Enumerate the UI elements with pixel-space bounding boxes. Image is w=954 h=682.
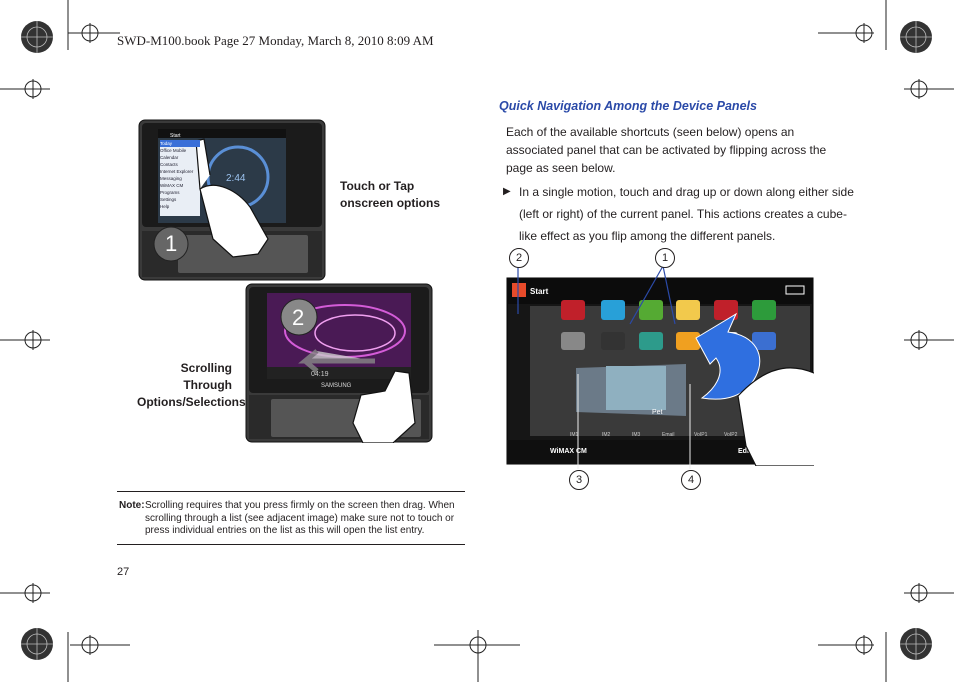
dock-email: Email [662, 432, 675, 438]
phone-scroll-figure: 04:19 SAMSUNG 2 [245, 283, 433, 443]
note-box: Note: Scrolling requires that you press … [117, 491, 465, 545]
phone2-brand: SAMSUNG [321, 383, 352, 389]
phone1-menu-item: WiMAX CM [160, 183, 184, 188]
step-2-label: 2 [292, 305, 304, 330]
phone1-menu-item: Settings [160, 197, 177, 202]
dock-voip1: VoIP1 [694, 432, 708, 438]
phone1-menu-item: Today [160, 140, 200, 147]
phone1-menu-item: Calendar [160, 155, 179, 160]
phone1-menu-item: Internet Explorer [160, 169, 194, 174]
device-panel-figure: Start Pet WiMAX CM Edit IM1 IM2 IM3 Emai… [506, 277, 814, 466]
panel-start-label: Start [530, 287, 549, 296]
section-heading: Quick Navigation Among the Device Panels [499, 99, 757, 113]
scroll-caption-line1: Scrolling Through [180, 361, 232, 392]
panel-edit-label: Edit [738, 448, 752, 455]
callout-4: 4 [681, 470, 701, 490]
phone1-menu-item: Help [160, 204, 170, 209]
callout-2: 2 [509, 248, 529, 268]
callout-1: 1 [655, 248, 675, 268]
phone1-clock: 2:44 [226, 173, 246, 184]
phone1-menu-item: Programs [160, 190, 180, 195]
note-label: Note: [119, 500, 145, 511]
dock-voip2: VoIP2 [724, 432, 738, 438]
bullet-arrow-icon: ▶ [503, 186, 511, 197]
bullet-text: In a single motion, touch and drag up or… [519, 185, 854, 243]
dock-im3: IM3 [632, 432, 641, 438]
scroll-caption: Scrolling Through Options/Selections [137, 360, 246, 411]
book-header: SWD-M100.book Page 27 Monday, March 8, 2… [117, 33, 434, 48]
dock-im1: IM1 [570, 432, 579, 438]
touch-caption: Touch or Tap onscreen options [340, 178, 440, 212]
callout-3: 3 [569, 470, 589, 490]
dock-im2: IM2 [602, 432, 611, 438]
phone1-start: Start [170, 133, 181, 139]
phone1-menu-item: Office Mobile [160, 148, 187, 153]
carousel-label: Pet [652, 409, 663, 416]
intro-paragraph: Each of the available shortcuts (seen be… [506, 125, 827, 175]
touch-caption-line1: Touch or Tap [340, 179, 415, 193]
note-text: Scrolling requires that you press firmly… [145, 500, 455, 536]
phone1-menu-item: Contacts [160, 162, 178, 167]
scroll-caption-line2: Options/Selections [137, 395, 246, 409]
touch-caption-line2: onscreen options [340, 196, 441, 210]
step-1-label: 1 [165, 231, 177, 256]
page-number: 27 [117, 566, 130, 578]
panel-wimax-label: WiMAX CM [550, 448, 587, 455]
phone1-menu-item: Messaging [160, 176, 182, 181]
phone-touch-figure: Start 2:44 1 [138, 119, 326, 281]
callout-lines [517, 265, 691, 469]
phone2-clock: 04:19 [311, 371, 329, 378]
